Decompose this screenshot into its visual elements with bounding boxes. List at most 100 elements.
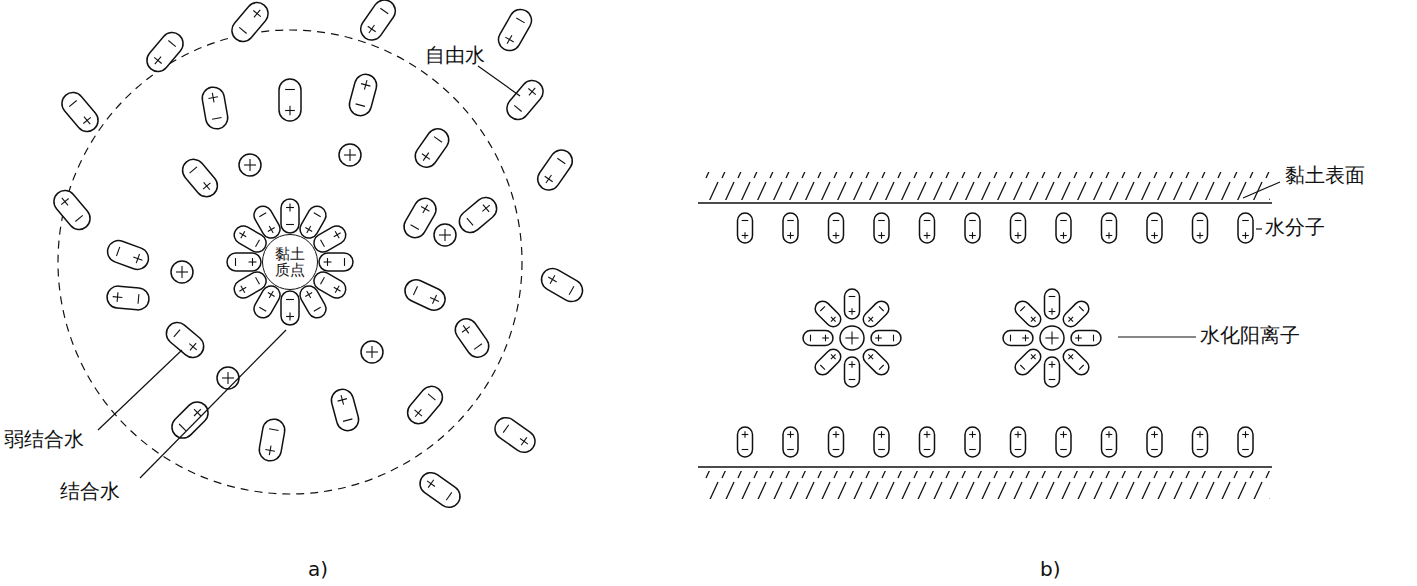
plus-sign <box>868 354 873 359</box>
plus-sign <box>415 410 422 416</box>
plus-sign <box>249 159 250 171</box>
plus-sign <box>289 204 290 212</box>
minus-sign <box>878 449 885 450</box>
water-molecule <box>1102 213 1117 243</box>
boundary-circle <box>58 30 522 494</box>
water-molecule <box>965 427 980 457</box>
plus-sign <box>851 331 852 344</box>
water-molecule <box>1147 213 1162 243</box>
text-label: 自由水 <box>425 44 485 66</box>
molecule-outline <box>1045 357 1060 387</box>
molecule-outline <box>1012 298 1044 330</box>
clay-surface <box>698 202 1272 204</box>
plus-sign <box>881 431 882 438</box>
water-molecule <box>455 193 501 237</box>
molecule-outline <box>178 155 222 201</box>
molecule-outline <box>201 85 230 130</box>
molecule-outline <box>1147 213 1162 243</box>
water-molecule <box>106 285 150 311</box>
molecule-outline <box>403 382 447 428</box>
plus-sign <box>155 57 161 64</box>
plus-sign <box>822 337 829 338</box>
plus-sign <box>1154 431 1155 438</box>
plus-sign <box>341 395 344 404</box>
molecule-outline <box>783 427 798 457</box>
plus-sign <box>334 233 341 237</box>
water-molecule <box>57 88 102 136</box>
minus-sign <box>742 449 749 450</box>
minus-sign <box>742 220 749 221</box>
plus-sign <box>835 232 836 239</box>
water-molecule <box>281 291 299 325</box>
water-molecule <box>167 397 212 442</box>
text-label: 结合水 <box>60 480 120 502</box>
molecule-outline <box>738 213 753 243</box>
molecule-outline <box>812 298 844 330</box>
plus-sign <box>1051 308 1052 315</box>
water-molecule <box>1045 357 1060 387</box>
water-molecule <box>297 283 330 321</box>
minus-sign <box>179 424 186 431</box>
molecule-outline <box>411 124 453 171</box>
cation-circle <box>171 261 193 283</box>
water-molecule <box>738 427 753 457</box>
minus-sign <box>1079 365 1084 370</box>
plus-sign <box>868 317 873 322</box>
plus-sign <box>1031 354 1036 359</box>
plus-sign <box>289 106 290 116</box>
plus-sign <box>507 35 512 43</box>
leader-lines <box>98 66 1280 478</box>
water-molecule <box>311 223 349 256</box>
molecule-outline <box>142 28 187 76</box>
water-molecule <box>1011 213 1026 243</box>
molecule-outline <box>281 291 299 325</box>
minus-sign <box>235 258 236 266</box>
water-molecule <box>845 289 860 319</box>
water-molecule <box>1071 331 1101 346</box>
water-molecule <box>533 146 576 195</box>
minus-sign <box>1093 335 1094 342</box>
plus-sign <box>926 232 927 239</box>
plus-sign <box>868 354 873 359</box>
molecule-outline <box>279 79 301 121</box>
plus-sign <box>289 313 290 321</box>
plus-sign <box>61 198 68 204</box>
plus-sign <box>227 372 228 384</box>
plus-sign <box>430 297 439 301</box>
molecule-outline <box>965 427 980 457</box>
water-molecule <box>49 186 94 234</box>
text-label: 水化阳离子 <box>1200 324 1300 346</box>
water-molecule <box>279 79 301 121</box>
text-label: 弱结合水 <box>4 428 84 450</box>
molecule-outline <box>57 88 102 136</box>
molecule-outline <box>329 387 361 433</box>
minus-sign <box>1060 220 1067 221</box>
molecule-outline <box>533 146 576 195</box>
minus-sign <box>1010 335 1011 342</box>
molecule-outline <box>874 427 889 457</box>
minus-sign <box>1015 220 1022 221</box>
plus-sign <box>1063 431 1064 438</box>
plus-sign <box>972 232 973 239</box>
plus-sign <box>1031 354 1036 359</box>
cation <box>239 154 261 176</box>
plus-sign <box>868 317 873 322</box>
molecule-outline <box>537 264 586 305</box>
minus-sign <box>1242 220 1249 221</box>
molecule-outline <box>860 298 892 330</box>
plus-sign <box>790 431 791 438</box>
plus-sign <box>529 88 535 95</box>
molecule-outline <box>1193 427 1208 457</box>
minus-sign <box>879 365 884 370</box>
plus-sign <box>1017 232 1018 239</box>
minus-sign <box>259 213 266 217</box>
molecule-outline <box>1102 427 1117 457</box>
plus-sign <box>194 409 201 416</box>
minus-sign <box>787 449 794 450</box>
water-molecule <box>1056 213 1071 243</box>
molecule-outline <box>738 427 753 457</box>
molecule-outline <box>311 223 349 256</box>
minus-sign <box>1049 296 1056 297</box>
minus-sign <box>75 215 82 221</box>
molecule-outline <box>1011 427 1026 457</box>
